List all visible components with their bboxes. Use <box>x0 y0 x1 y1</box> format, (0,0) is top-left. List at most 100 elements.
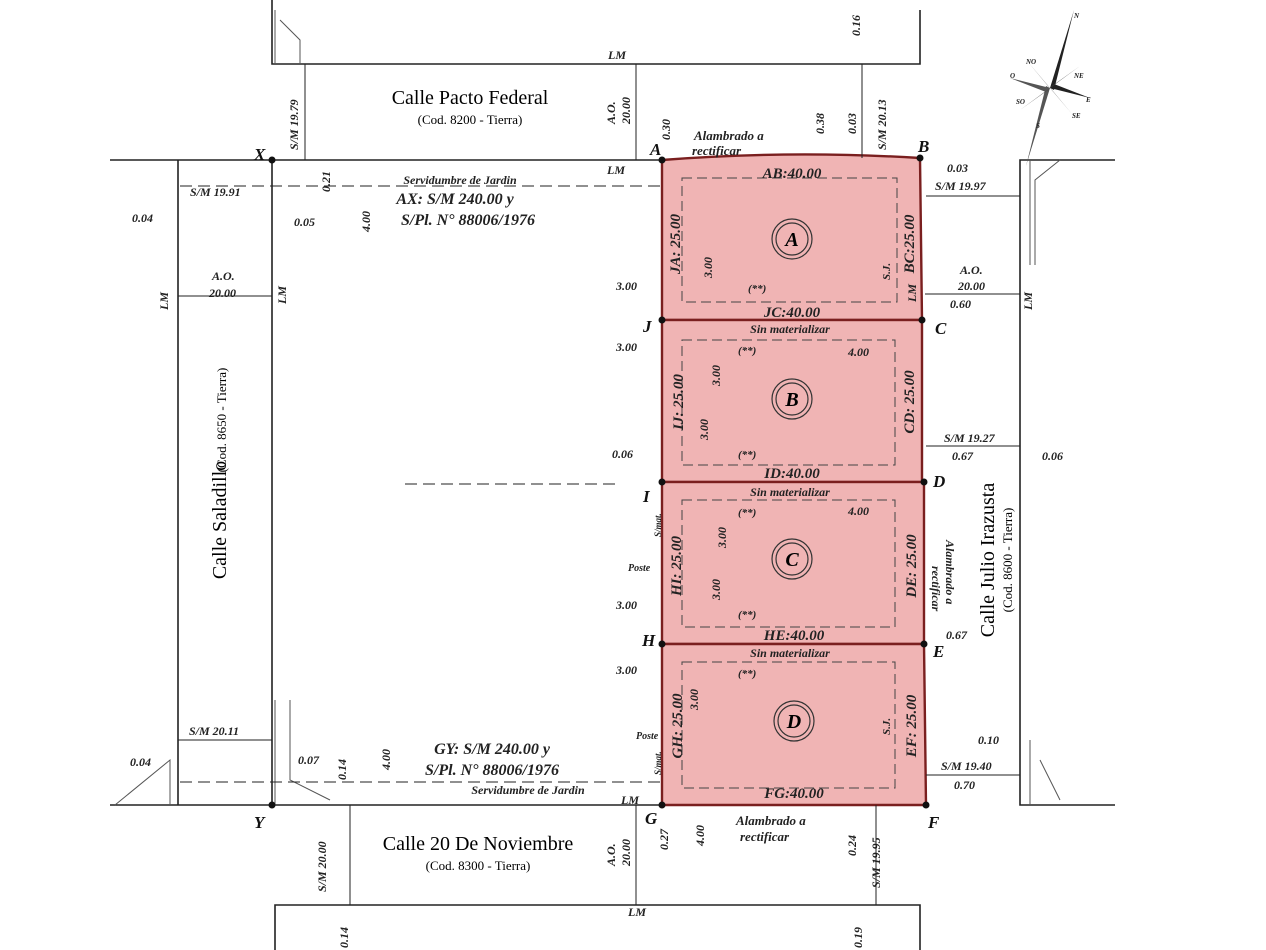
vertex-a: A <box>649 140 661 159</box>
compass-e: E <box>1085 96 1091 104</box>
vertex-b: B <box>917 137 929 156</box>
lot-a-right-label: BC:25.00 <box>902 214 918 274</box>
dim-3-00: 3.00 <box>615 340 637 354</box>
poste-1: Poste <box>628 563 651 574</box>
dim-0-24: 0.24 <box>845 835 859 856</box>
compass-n: N <box>1073 12 1080 20</box>
dim-sm-19-95: S/M 19.95 <box>869 837 883 888</box>
ax-note: AX: S/M 240.00 y <box>395 191 514 208</box>
ao-value: 20.00 <box>208 286 236 300</box>
rectificar-top: rectificar <box>692 143 742 158</box>
dim-0-04: 0.04 <box>132 211 153 225</box>
lot-d-right-label: EF: 25.00 <box>904 694 920 758</box>
dim-3-00: 3.00 <box>615 598 637 612</box>
servidumbre-bottom: Servidumbre de Jardin <box>471 783 585 797</box>
smat-2: S/mat. <box>653 751 663 775</box>
dim-3-00: 3.00 <box>615 279 637 293</box>
lm-label: LM <box>606 163 625 177</box>
lot-d-bottom-label: FG:40.00 <box>763 786 824 802</box>
lm-label: LM <box>607 48 626 62</box>
lot-inner-lines <box>681 177 898 789</box>
lot-b-left-label: IJ: 25.00 <box>671 374 687 431</box>
street-bottom-name: Calle 20 De Noviembre <box>383 833 574 855</box>
ao-label: A.O. <box>211 269 235 283</box>
star-note: (**) <box>738 449 756 461</box>
street-left-name: Calle Saladillo <box>209 461 231 579</box>
street-top-name: Calle Pacto Federal <box>392 87 549 109</box>
compass-o: O <box>1010 72 1015 80</box>
vertex-j: J <box>642 317 652 336</box>
dim-4-00: 4.00 <box>359 211 373 233</box>
dim-0-60: 0.60 <box>950 297 971 311</box>
sj-label: S.J. <box>881 263 893 280</box>
compass-se: SE <box>1072 112 1081 120</box>
lm-label: LM <box>620 793 639 807</box>
dim-0-67: 0.67 <box>952 449 974 463</box>
lot-c[interactable] <box>660 480 926 646</box>
poste-2: Poste <box>636 731 659 742</box>
alambrado-right: Alambrado a <box>943 539 957 604</box>
right-block <box>1019 159 1115 806</box>
bottom-block <box>274 904 921 950</box>
sin-materializar-3: Sin materializar <box>750 646 830 660</box>
compass-no: NO <box>1025 58 1036 66</box>
dim-3-00: 3.00 <box>709 579 723 601</box>
sin-materializar-1: Sin materializar <box>750 322 830 336</box>
dim-4-00: 4.00 <box>847 345 869 359</box>
dim-sm-20-00: S/M 20.00 <box>315 841 329 892</box>
dim-0-30: 0.30 <box>659 119 673 140</box>
ao-label: A.O. <box>604 101 618 125</box>
dim-3-00: 3.00 <box>687 689 701 711</box>
dim-0-27: 0.27 <box>657 828 671 850</box>
servidumbre-lines <box>180 185 660 783</box>
dim-0-05: 0.05 <box>294 215 315 229</box>
alambrado-top: Alambrado a <box>693 128 764 143</box>
ax-plan-note: S/Pl. N° 88006/1976 <box>401 212 535 229</box>
lm-label: LM <box>905 284 919 303</box>
lot-c-bottom-label: HE:40.00 <box>763 628 825 644</box>
servidumbre-top: Servidumbre de Jardin <box>403 173 517 187</box>
ao-label: A.O. <box>604 843 618 867</box>
dim-0-06: 0.06 <box>612 447 633 461</box>
dim-0-19: 0.19 <box>851 927 865 948</box>
vertex-y: Y <box>254 813 266 832</box>
alambrado-bottom: Alambrado a <box>735 813 806 828</box>
compass-rose: N NE E SE S SO O NO <box>1010 10 1091 166</box>
rectificar-right: rectificar <box>929 566 943 612</box>
vertex-h: H <box>641 631 656 650</box>
ao-value: 20.00 <box>957 279 985 293</box>
star-note: (**) <box>738 345 756 357</box>
lot-a-top-label: AB:40.00 <box>762 166 822 182</box>
lot-b-bottom-label: ID:40.00 <box>763 466 820 482</box>
street-right-name: Calle Julio Irazusta <box>977 483 999 638</box>
vertex-i: I <box>642 487 651 506</box>
dim-3-00: 3.00 <box>709 365 723 387</box>
dim-3-00: 3.00 <box>615 663 637 677</box>
dim-0-04: 0.04 <box>130 755 151 769</box>
vertex-x: X <box>253 145 266 164</box>
sj-label: S.J. <box>881 718 893 735</box>
star-note: (**) <box>738 609 756 621</box>
dim-4-00: 4.00 <box>379 749 393 771</box>
dim-0-16: 0.16 <box>849 15 863 36</box>
lot-d-id: D <box>786 711 801 733</box>
dim-0-10: 0.10 <box>978 733 999 747</box>
dim-0-21: 0.21 <box>319 171 333 192</box>
lot-b-right-label: CD: 25.00 <box>902 370 918 434</box>
dim-sm-20-13: S/M 20.13 <box>875 99 889 150</box>
ao-value: 20.00 <box>619 97 633 125</box>
dim-0-07: 0.07 <box>298 753 320 767</box>
gy-note: GY: S/M 240.00 y <box>434 741 551 758</box>
dim-3-00: 3.00 <box>701 257 715 279</box>
dim-sm-20-11: S/M 20.11 <box>189 724 239 738</box>
lot-a-left-label: JA: 25.00 <box>668 214 684 276</box>
lot-b[interactable] <box>660 318 924 484</box>
top-block <box>271 0 921 65</box>
street-bottom-code: (Cod. 8300 - Tierra) <box>426 858 531 873</box>
vertex-d: D <box>932 472 945 491</box>
lm-label: LM <box>157 292 171 311</box>
lot-b-id: B <box>784 389 798 411</box>
lm-label: LM <box>627 905 646 919</box>
star-note: (**) <box>738 507 756 519</box>
